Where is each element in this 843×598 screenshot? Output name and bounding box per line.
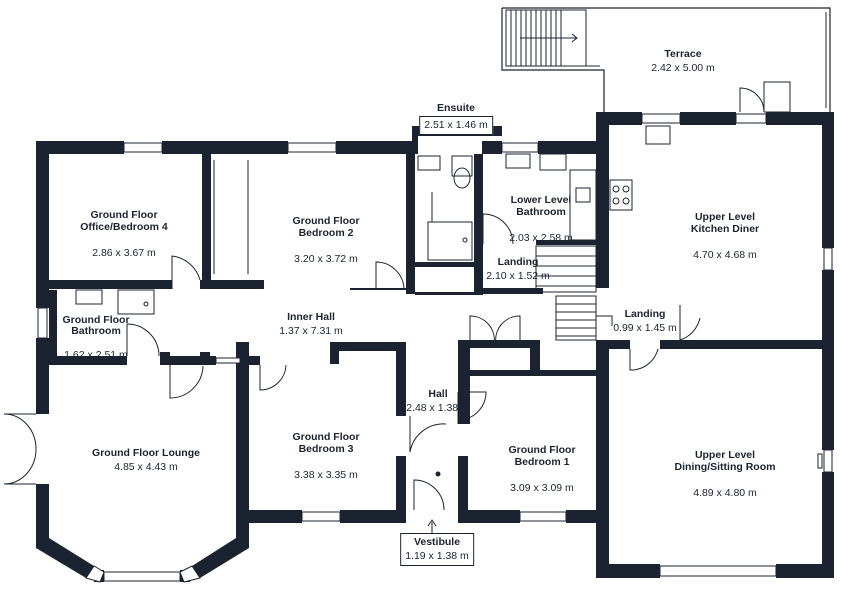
room-name: Ground Floor Lounge — [92, 447, 200, 459]
room-dimensions: 3.38 x 3.35 m — [294, 469, 358, 481]
room-label-landing-upper: Landing 2.10 x 1.52 m — [486, 256, 550, 282]
room-name: Lower Level Bathroom — [510, 194, 572, 218]
room-name: Landing — [497, 256, 539, 268]
room-dimensions: 1.19 x 1.38 m — [405, 550, 469, 562]
room-label-office: Ground Floor Office/Bedroom 4 2.86 x 3.6… — [80, 197, 168, 271]
room-name: Upper Level Kitchen Diner — [690, 211, 760, 235]
room-label-gf-bathroom: Ground Floor Bathroom 1.62 x 2.51 m — [62, 304, 129, 372]
room-label-terrace: Terrace 2.42 x 5.00 m — [651, 48, 715, 74]
room-label-bedroom1: Ground Floor Bedroom 1 3.09 x 3.09 m — [508, 432, 575, 506]
room-dimensions: 3.20 x 3.72 m — [294, 253, 358, 265]
terrace-stairs — [505, 9, 587, 67]
room-dimensions: 3.09 x 3.09 m — [510, 482, 574, 494]
room-name: Ensuite — [437, 102, 475, 114]
room-dimensions: 2.10 x 1.52 m — [486, 270, 550, 282]
room-label-landing-lower: Landing 0.99 x 1.45 m — [613, 308, 677, 334]
room-label-bedroom2: Ground Floor Bedroom 2 3.20 x 3.72 m — [292, 203, 359, 277]
room-dimensions: 2.42 x 5.00 m — [651, 62, 715, 74]
room-dimensions: 1.62 x 2.51 m — [64, 349, 128, 361]
internal-stairs — [535, 245, 613, 341]
fixtures — [75, 125, 823, 469]
room-dimensions: 1.37 x 7.31 m — [279, 325, 343, 337]
windows — [37, 113, 833, 583]
room-label-hall: Hall 2.48 x 1.38 m — [406, 388, 470, 414]
room-name: Hall — [428, 388, 448, 400]
room-label-ensuite: Ensuite 2.51 x 1.46 m — [419, 102, 493, 135]
room-name: Landing — [624, 308, 666, 320]
room-label-kitchen-diner: Upper Level Kitchen Diner 4.70 x 4.68 m — [691, 199, 759, 273]
room-name: Ground Floor Bathroom — [62, 314, 130, 337]
room-name: Inner Hall — [287, 311, 335, 323]
exterior-walls — [36, 112, 834, 582]
room-dimensions: 2.86 x 3.67 m — [92, 247, 156, 259]
room-name: Ground Floor Bedroom 1 — [508, 444, 576, 468]
room-name: Terrace — [664, 48, 702, 60]
room-dimensions: 2.48 x 1.38 m — [406, 402, 470, 414]
room-name: Upper Level Dining/Sitting Room — [674, 449, 776, 473]
room-label-vestibule: Vestibule 1.19 x 1.38 m — [400, 533, 474, 566]
room-dimensions: 4.70 x 4.68 m — [693, 249, 757, 261]
room-name: Ground Floor Bedroom 2 — [292, 215, 360, 239]
room-dimensions: 2.03 x 2.58 m — [509, 232, 573, 244]
room-dimensions: 4.85 x 4.43 m — [114, 461, 178, 473]
room-label-bedroom3: Ground Floor Bedroom 3 3.38 x 3.35 m — [292, 419, 359, 493]
room-label-dining-sitting: Upper Level Dining/Sitting Room 4.89 x 4… — [675, 437, 776, 511]
room-name: Ground Floor Office/Bedroom 4 — [80, 209, 168, 233]
room-name: Vestibule — [413, 536, 461, 548]
room-dimensions: 0.99 x 1.45 m — [613, 322, 677, 334]
room-label-lower-bathroom: Lower Level Bathroom 2.03 x 2.58 m — [509, 182, 573, 256]
room-dimensions: 4.89 x 4.80 m — [693, 487, 757, 499]
room-label-lounge: Ground Floor Lounge 4.85 x 4.43 m — [92, 447, 200, 473]
room-name: Ground Floor Bedroom 3 — [292, 431, 360, 455]
doors — [3, 81, 791, 511]
room-dimensions: 2.51 x 1.46 m — [419, 116, 493, 135]
room-label-inner-hall: Inner Hall 1.37 x 7.31 m — [279, 311, 343, 337]
interior-walls — [49, 154, 834, 424]
entrance-arrow — [427, 471, 441, 536]
